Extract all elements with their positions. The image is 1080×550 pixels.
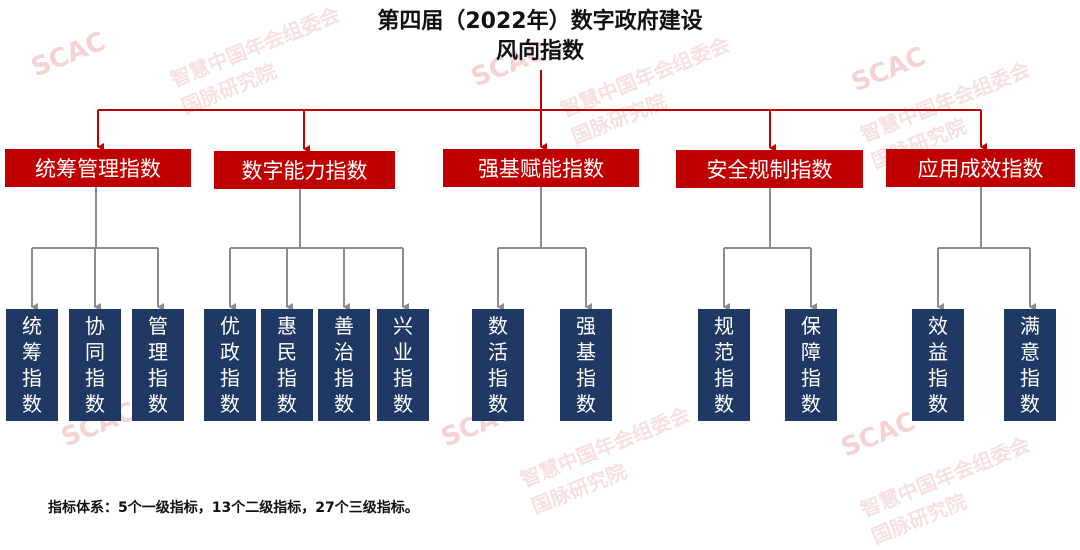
index-box-manyi: 满意指数 (1004, 309, 1056, 421)
index-box-xietong: 协同指数 (69, 309, 121, 421)
diagram-title-line1: 第四届（2022年）数字政府建设 (377, 9, 703, 34)
category-box-governance: 统筹管理指数 (5, 149, 191, 187)
index-box-youzheng: 优政指数 (204, 309, 256, 421)
category-box-infrastructure: 强基赋能指数 (443, 149, 639, 187)
index-box-huimin: 惠民指数 (261, 309, 313, 421)
category-box-security: 安全规制指数 (676, 150, 863, 188)
category-box-digital-capability: 数字能力指数 (214, 151, 395, 189)
index-box-guanli: 管理指数 (132, 309, 184, 421)
index-box-baozhang: 保障指数 (785, 309, 837, 421)
footnote: 指标体系：5个一级指标，13个二级指标，27个三级指标。 (48, 500, 419, 516)
index-box-xingye: 兴业指数 (377, 309, 429, 421)
index-box-tongchou: 统筹指数 (6, 309, 58, 421)
index-box-guifan: 规范指数 (698, 309, 750, 421)
index-box-xiaoyi: 效益指数 (912, 309, 964, 421)
index-box-shuhuo: 数活指数 (472, 309, 524, 421)
index-box-shanzhi: 善治指数 (318, 309, 370, 421)
diagram-title-line2: 风向指数 (495, 39, 584, 64)
category-box-effectiveness: 应用成效指数 (886, 149, 1075, 187)
index-box-qiangji: 强基指数 (560, 309, 612, 421)
